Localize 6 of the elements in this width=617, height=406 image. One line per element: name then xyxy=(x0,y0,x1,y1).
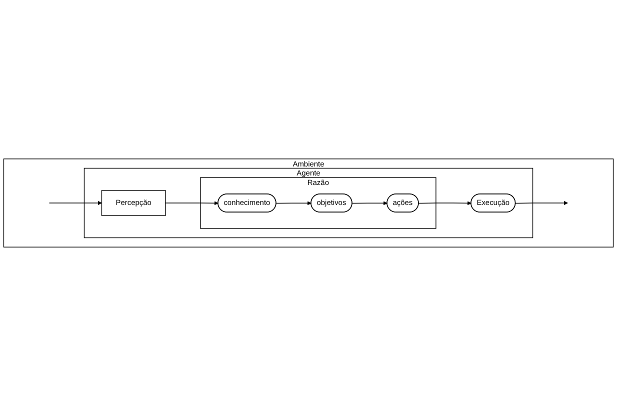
arrow xyxy=(48,200,102,206)
arrow xyxy=(165,201,218,206)
arrow xyxy=(276,201,312,206)
arrow xyxy=(352,201,388,206)
arrow xyxy=(515,200,568,206)
arrow xyxy=(418,201,472,206)
